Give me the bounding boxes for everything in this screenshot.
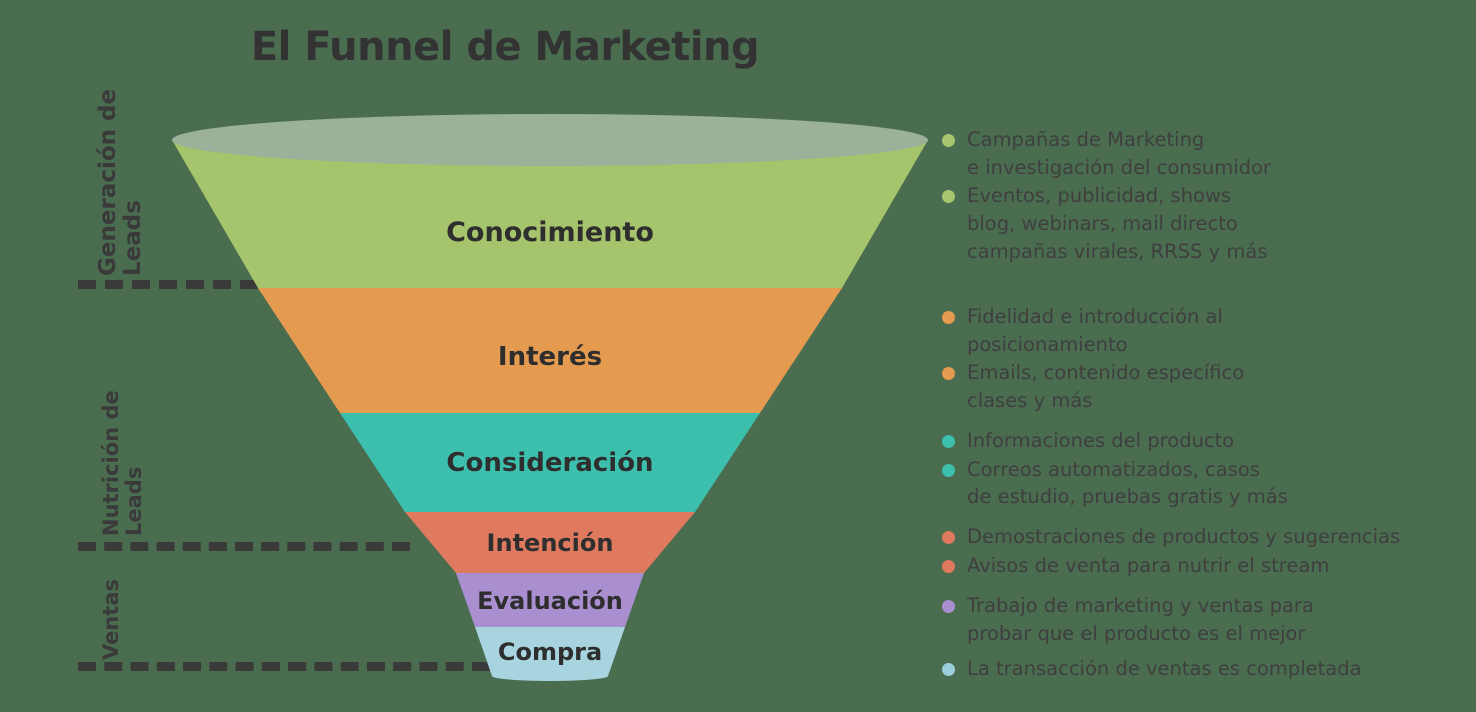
annotation-line: Campañas de Marketing: [967, 128, 1205, 151]
funnel-graphic: [172, 114, 928, 681]
page-title: El Funnel de Marketing: [250, 24, 760, 70]
annotation-line: posicionamiento: [967, 332, 1128, 356]
bullet-icon: [942, 134, 955, 147]
annotation-line: Eventos, publicidad, shows: [967, 184, 1232, 208]
bullet-icon: [942, 663, 955, 676]
annotation-group: Fidelidad e introducción al posicionamien…: [940, 303, 1470, 416]
annotation-line: Informaciones del producto: [967, 429, 1235, 452]
annotation-group: Demostraciones de productos y sugerencia…: [940, 523, 1470, 580]
bullet-icon: [942, 435, 955, 448]
annotation-item: Eventos, publicidad, shows blog, webinars…: [940, 182, 1470, 265]
annotation-group: Campañas de Marketing e investigación del…: [940, 126, 1470, 266]
annotation-item: Emails, contenido específico clases y más: [940, 359, 1470, 414]
annotation-line: Emails, contenido específico: [967, 361, 1245, 385]
annotation-item: La transacción de ventas es completada: [940, 655, 1470, 683]
bullet-icon: [942, 311, 955, 324]
annotation-group: La transacción de ventas es completada: [940, 655, 1470, 684]
annotation-line: Trabajo de marketing y ventas para: [967, 594, 1314, 617]
bullet-icon: [942, 190, 955, 204]
divider-generacion-nutricion: [78, 280, 258, 289]
annotation-item: Informaciones del producto: [940, 427, 1470, 455]
bullet-icon: [942, 600, 955, 613]
annotation-line: La transacción de ventas es completada: [967, 657, 1362, 680]
bullet-icon: [942, 531, 955, 544]
annotation-item: Avisos de venta para nutrir el stream: [940, 552, 1470, 580]
annotation-item: Trabajo de marketing y ventas para probar…: [940, 592, 1470, 647]
annotation-item: Correos automatizados, casos de estudio, …: [940, 456, 1470, 511]
annotation-line: e investigación del consumidor: [967, 155, 1271, 179]
annotation-line: Fidelidad e introducción al: [967, 305, 1223, 328]
divider-ventas-bottom: [78, 662, 490, 671]
annotation-item: Demostraciones de productos y sugerencia…: [940, 523, 1470, 551]
annotation-line: clases y más: [967, 389, 1093, 413]
bullet-icon: [942, 463, 955, 477]
annotation-item: Campañas de Marketing e investigación del…: [940, 126, 1470, 181]
annotation-line: Demostraciones de productos y sugerencia…: [967, 525, 1401, 548]
annotation-line: probar que el producto es el mejor: [967, 621, 1306, 645]
annotation-line: blog, webinars, mail directo: [967, 212, 1238, 236]
annotation-group: Trabajo de marketing y ventas para probar…: [940, 592, 1470, 648]
annotation-line: de estudio, pruebas gratis y más: [967, 485, 1288, 509]
annotation-line: Avisos de venta para nutrir el stream: [967, 553, 1330, 577]
annotation-line: campañas virales, RRSS y más: [967, 239, 1268, 263]
bullet-icon: [942, 559, 955, 573]
divider-nutricion-ventas: [78, 542, 410, 551]
annotation-item: Fidelidad e introducción al posicionamien…: [940, 303, 1470, 358]
annotation-line: Correos automatizados, casos: [967, 457, 1260, 481]
bullet-icon: [942, 367, 955, 381]
